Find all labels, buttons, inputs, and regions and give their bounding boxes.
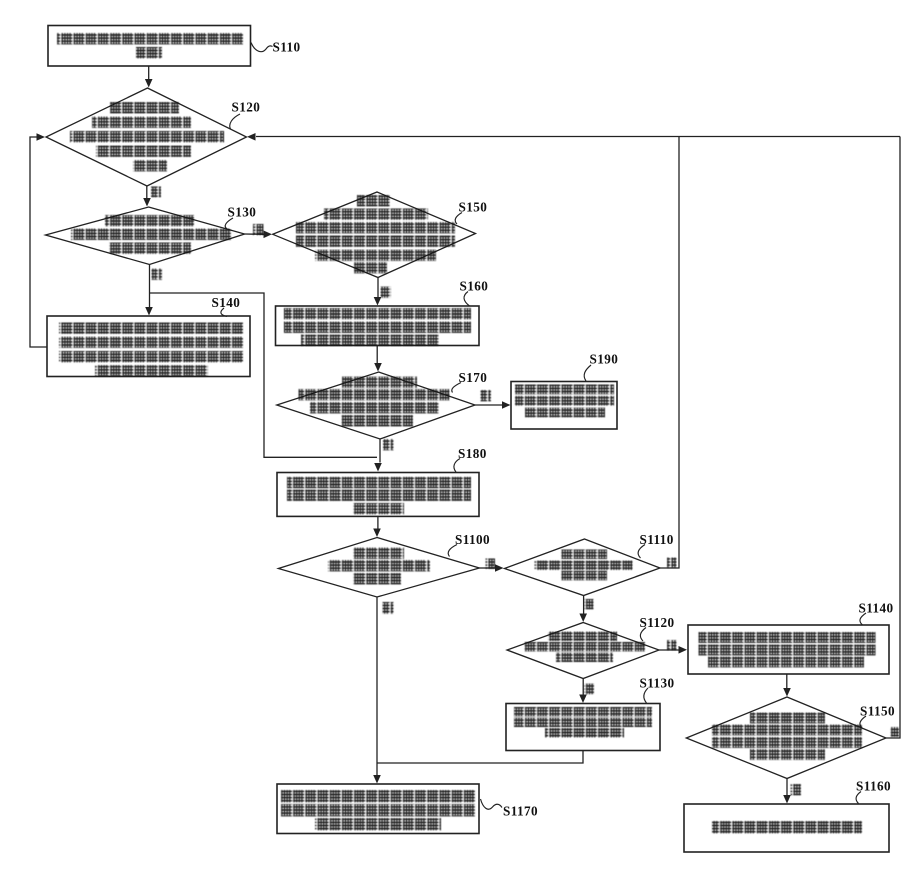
svg-text:S1120: S1120 (640, 615, 675, 630)
svg-text:S1100: S1100 (455, 532, 490, 547)
svg-text:S1150: S1150 (860, 704, 895, 719)
svg-text:S110: S110 (273, 40, 301, 55)
svg-text:S140: S140 (212, 295, 241, 310)
svg-text:S120: S120 (232, 100, 261, 115)
svg-text:S1160: S1160 (856, 779, 891, 794)
svg-text:S1130: S1130 (640, 676, 675, 691)
svg-text:S180: S180 (458, 446, 487, 461)
svg-text:S170: S170 (459, 370, 488, 385)
svg-text:S1140: S1140 (859, 601, 894, 616)
svg-text:S160: S160 (460, 279, 489, 294)
svg-text:S1170: S1170 (503, 804, 538, 819)
svg-text:S150: S150 (459, 200, 488, 215)
svg-text:S190: S190 (590, 352, 619, 367)
svg-text:S130: S130 (228, 205, 257, 220)
svg-text:S1110: S1110 (640, 532, 674, 547)
